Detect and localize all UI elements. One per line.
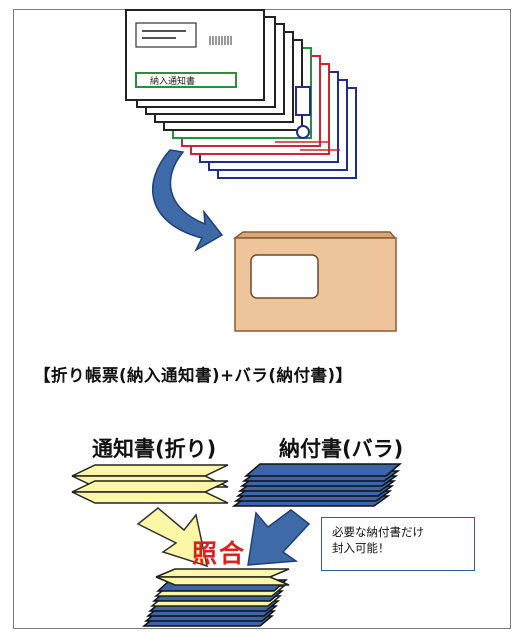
- figure-caption: 【折り帳票(納入通知書)+バラ(納付書)】: [34, 366, 353, 385]
- combined-stack-icon: [141, 568, 290, 627]
- payment-slip-stack-icon: [231, 463, 403, 507]
- label-match: 照合: [192, 539, 247, 568]
- label-notice-folded: 通知書(折り): [92, 437, 217, 461]
- note-line-2: 封入可能！: [332, 541, 390, 555]
- notice-stack-icon: [71, 464, 229, 504]
- label-payment-loose: 納付書(バラ): [279, 437, 404, 461]
- down-arrow-yellow-icon: [136, 507, 209, 568]
- form-stamp: 納入通知書: [150, 77, 196, 87]
- envelope-icon: [232, 231, 397, 332]
- note-line-1: 必要な納付書だけ: [332, 525, 424, 539]
- note-box: 必要な納付書だけ 封入可能！: [321, 517, 475, 571]
- curved-arrow-icon: [152, 149, 224, 252]
- folded-forms-stack: [125, 9, 357, 179]
- down-arrow-blue-icon: [247, 509, 311, 566]
